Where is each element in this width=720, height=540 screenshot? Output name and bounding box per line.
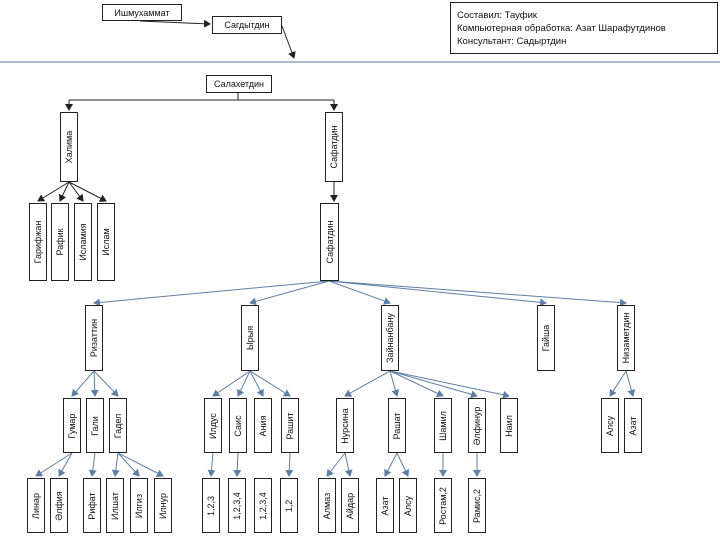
node-ilshat: Илшат: [106, 478, 124, 533]
arrow-gadel-child-1: [117, 452, 140, 477]
arrow-khalima-child-2: [68, 181, 84, 202]
arrow-rashat-child-0: [384, 452, 398, 477]
arrow-sagdytdin-down: [281, 25, 296, 59]
arrow-nizametdin-child-1: [625, 370, 636, 397]
node-ilgiz: Илгиз: [130, 478, 148, 533]
node-ilnur: Илнур: [154, 478, 172, 533]
node-gadel: Гадел: [109, 398, 127, 453]
arrow-rashit-child: [285, 452, 294, 477]
arrow-nursina-child-1: [344, 452, 353, 477]
node-alsu-right: Алсу: [601, 398, 619, 453]
node-grandchildren-ildus: 1,2,3: [202, 478, 220, 533]
arrow-gumar-child-0: [35, 452, 73, 477]
node-ramis: Рамис,2: [468, 478, 486, 533]
node-aniya: Ания: [254, 398, 272, 453]
node-ishmukhammat: Ишмухаммат: [102, 4, 182, 21]
arrow-rizatdin-child-1: [90, 370, 99, 397]
node-nail: Наил: [500, 398, 518, 453]
node-grandchildren-aniya: 1,2,3,4: [254, 478, 272, 533]
node-islam: Ислам: [97, 203, 115, 281]
node-elfia: Әлфия: [50, 478, 68, 533]
arrow-sais-child: [233, 452, 242, 477]
arrow-rizatdin-child-0: [71, 370, 95, 397]
arrow-zyrya-child-0: [212, 370, 251, 397]
arrow-ishmukhammat-sagdytdin: [139, 19, 211, 28]
arrow-gumar-child-1: [58, 452, 73, 477]
arrow-zyrya-child-3: [249, 370, 291, 397]
node-rostam: Ростам,2: [434, 478, 452, 533]
arrow-khalima-child-0: [37, 181, 70, 202]
node-sais: Саис: [229, 398, 247, 453]
arrow-nursina-child-0: [326, 452, 346, 477]
node-rashat: Рашат: [388, 398, 406, 453]
node-gali: Гали: [86, 398, 104, 453]
arrow-khalima-child-1: [58, 181, 70, 202]
arrow-safatdin-child-2: [328, 280, 391, 305]
node-shamil: Шамил: [434, 398, 452, 453]
arrow-gali-child: [88, 452, 97, 477]
node-rafik: Рафик: [51, 203, 69, 281]
arrow-zyrya-child-2: [249, 370, 264, 397]
credits-processing: Компьютерная обработка: Азат Шарафутдино…: [457, 23, 666, 34]
arrow-zainenbanu-child-0: [344, 370, 391, 397]
arrow-rashat-child-1: [396, 452, 410, 477]
credits-author: Составил: Тауфик: [457, 10, 538, 21]
node-zyrya: Ырыя: [241, 305, 259, 371]
node-safatdin-top: Сафатдин: [325, 112, 343, 182]
node-gaisha: Гайша: [537, 305, 555, 371]
node-nursina: Нурсина: [336, 398, 354, 453]
node-salakhetdin: Салахетдин: [206, 75, 272, 93]
node-rizatdin: Ризаттин: [85, 305, 103, 371]
node-nizametdin: Низаметдин: [617, 305, 635, 371]
node-elfinur: Әлфинур: [468, 398, 486, 453]
node-aidar: Айдар: [341, 478, 359, 533]
node-grandchildren-rashit: 1,2: [280, 478, 298, 533]
node-khalima: Халима: [60, 112, 78, 182]
arrow-zainenbanu-child-1: [389, 370, 400, 397]
node-rifat: Рифат: [83, 478, 101, 533]
arrow-zainenbanu-child-2: [389, 370, 444, 398]
arrow-rizatdin-child-2: [93, 370, 119, 397]
arrow-safatdin-child-4: [328, 280, 627, 307]
node-grandchildren-sais: 1,2,3,4: [228, 478, 246, 533]
arrow-gadel-child-0: [111, 452, 120, 477]
arrow-khalima-child-3: [68, 181, 107, 202]
node-linar: Линар: [27, 478, 45, 533]
arrow-safatdin-child-3: [328, 280, 547, 307]
node-almaz: Алмаз: [318, 478, 336, 533]
node-alsu-bottom: Алсу: [399, 478, 417, 533]
credits-box: Составил: Тауфик Компьютерная обработка:…: [450, 2, 718, 54]
node-azat-right: Азат: [624, 398, 642, 453]
arrow-nizametdin-child-0: [609, 370, 627, 397]
node-rashit: Рашит: [281, 398, 299, 453]
arrow-zainenbanu-child-4: [389, 370, 510, 399]
node-garifzhan: Гарифжан: [29, 203, 47, 281]
node-safatdin-mid: Сафатдин: [320, 203, 339, 281]
credits-consultant: Консультант: Садыртдин: [457, 36, 567, 47]
node-zainenbanu: Зайнанбану: [381, 305, 399, 371]
arrow-gadel-child-2: [117, 452, 164, 477]
node-ildus: Илдус: [204, 398, 222, 453]
arrow-safatdin-child-0: [93, 280, 330, 307]
node-islamia: Исламия: [74, 203, 92, 281]
arrow-zainenbanu-child-3: [389, 370, 478, 399]
node-gumar: Гумар: [63, 398, 81, 453]
arrow-ildus-child: [207, 452, 216, 477]
arrow-zyrya-child-1: [236, 370, 251, 397]
arrow-safatdin-child-1: [249, 280, 330, 306]
node-sagdytdin: Сагдытдин: [212, 16, 282, 34]
node-azat-bottom: Азат: [376, 478, 394, 533]
